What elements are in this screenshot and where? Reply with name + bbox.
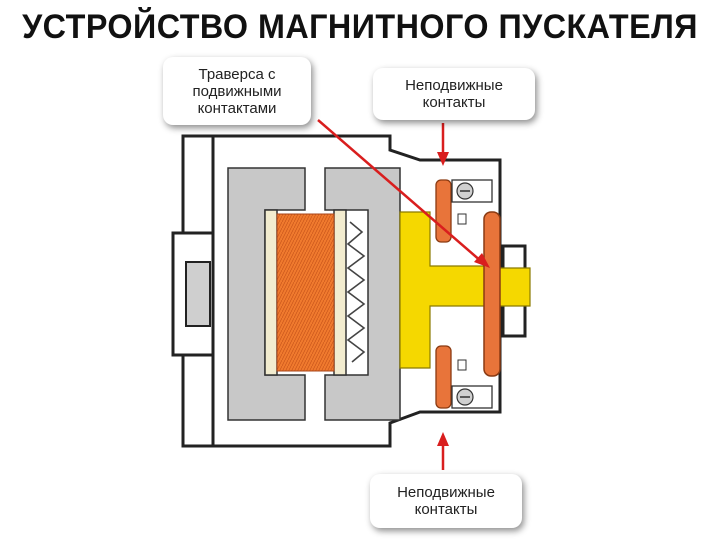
fixed-contacts-bottom [435,345,493,409]
arrowhead-traverse [474,253,490,268]
arrowhead-fixed-top [437,152,449,166]
moving-contact-bar [483,211,501,377]
return-spring [346,221,366,363]
coil-winding [276,213,335,372]
arrow-traverse [317,119,483,263]
mount-bracket [185,261,211,327]
pointer-arrows [317,119,490,470]
callout-fixed-top: Неподвижные контакты [373,68,535,120]
callout-fixed-top-text: Неподвижные контакты [405,77,503,111]
traverse [399,211,531,369]
callout-fixed-bottom-text: Неподвижные контакты [397,484,495,518]
callout-traverse-text: Траверса с подвижными контактами [192,65,282,117]
callout-fixed-bottom: Неподвижные контакты [370,474,522,528]
page-title: УСТРОЙСТВО МАГНИТНОГО ПУСКАТЕЛЯ [22,8,698,46]
callout-traverse: Траверса с подвижными контактами [163,57,311,125]
arrowhead-fixed-bottom [437,432,449,446]
